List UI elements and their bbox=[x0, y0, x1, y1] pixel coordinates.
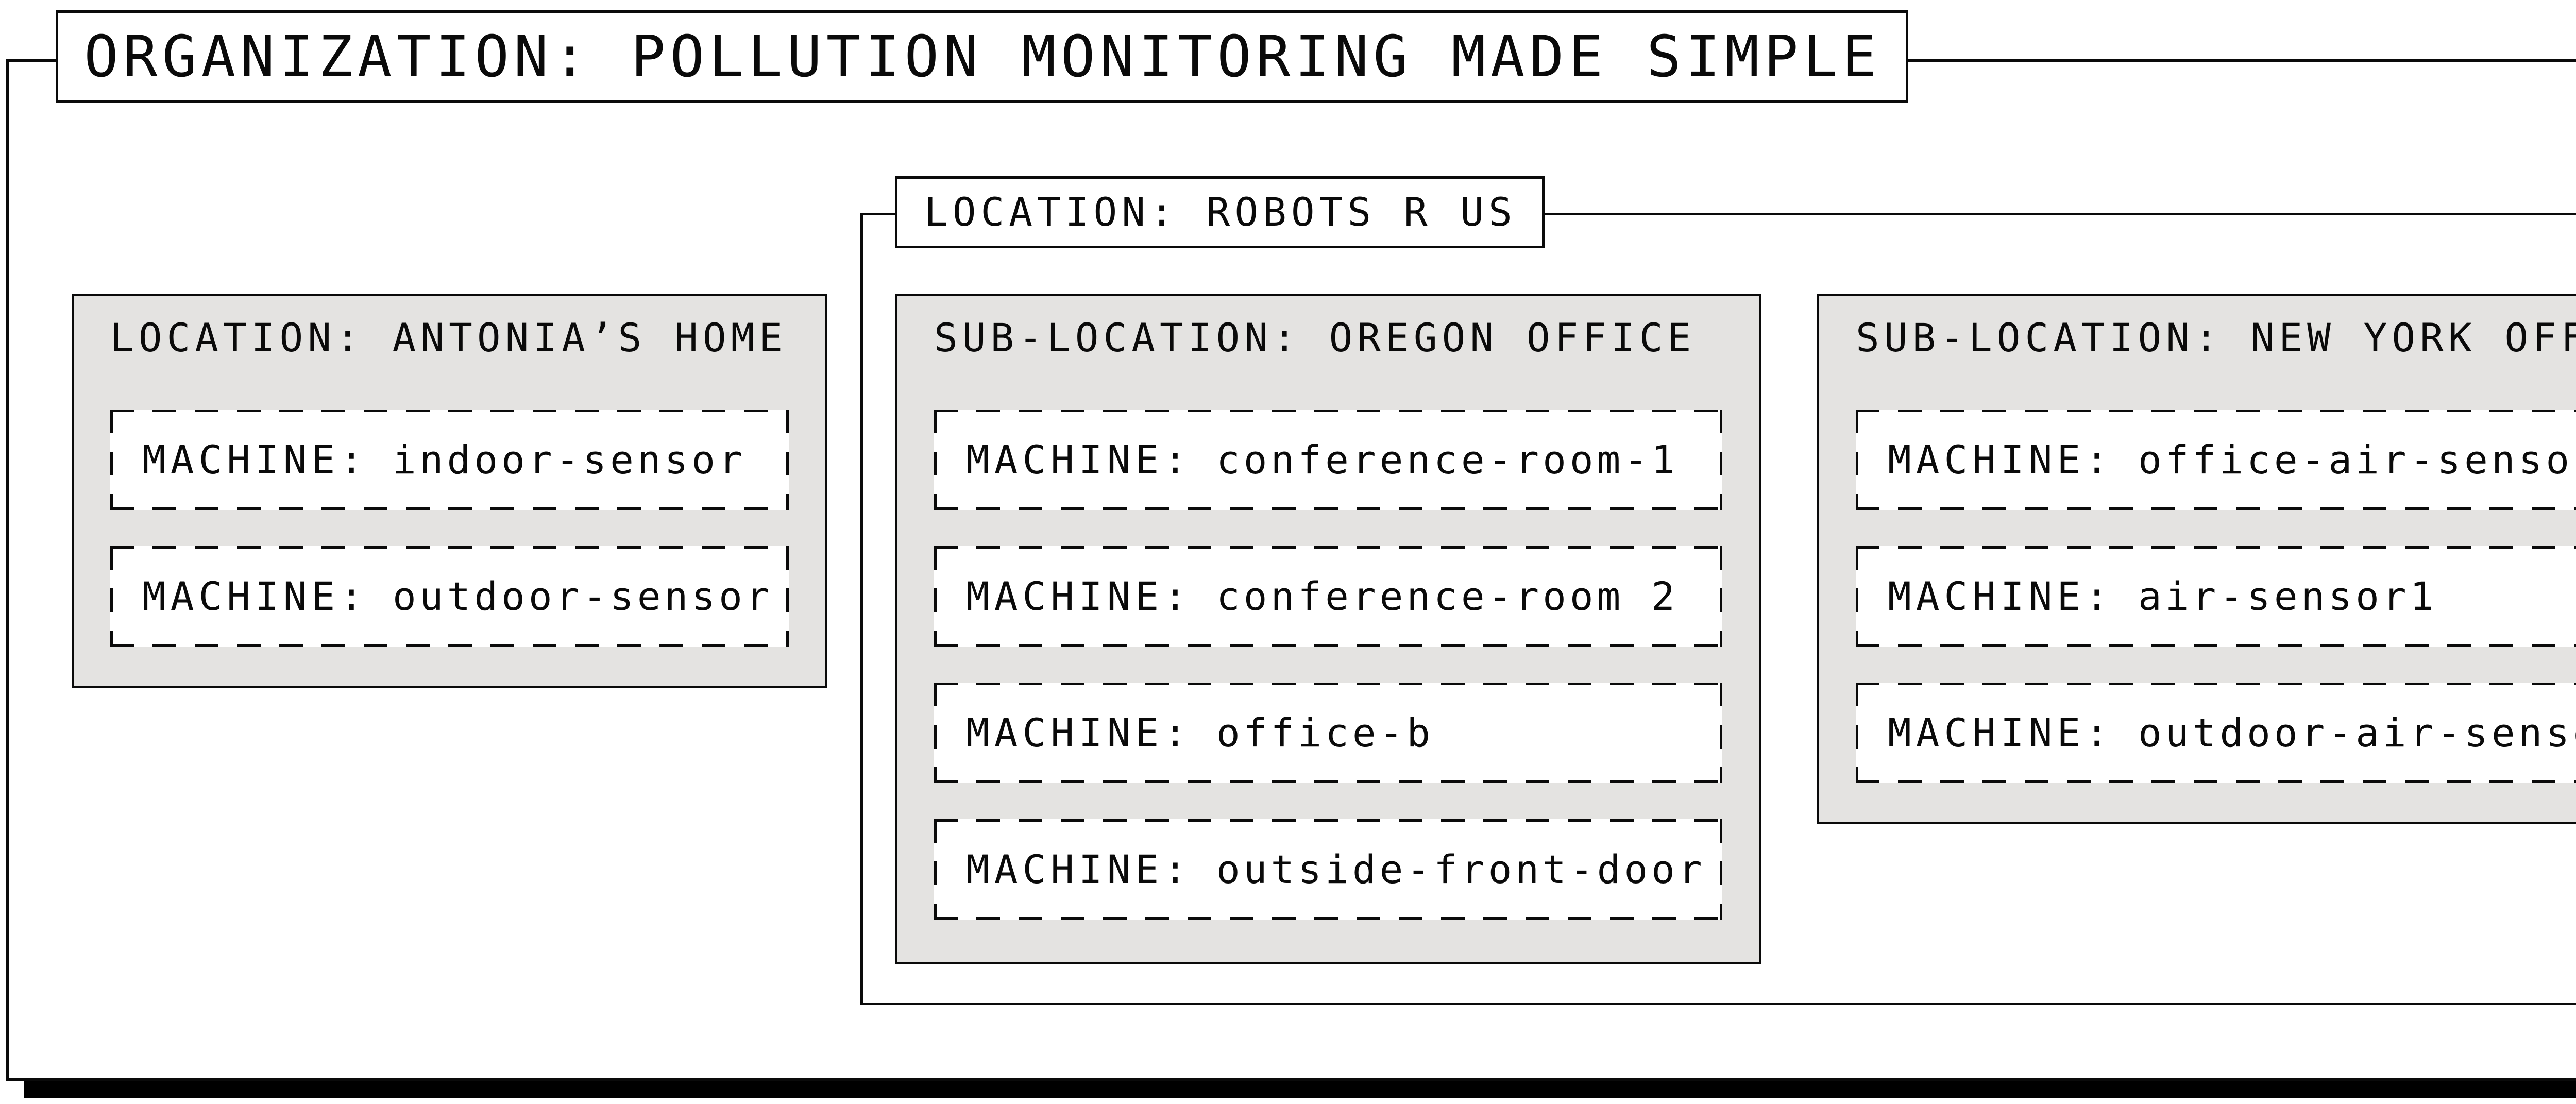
sublocation-box-new-york-office: SUB-LOCATION: NEW YORK OFFICE MACHINE: o… bbox=[1817, 294, 2576, 824]
machine-name: outdoor-air-sensor bbox=[2138, 709, 2576, 756]
machine-name: office-b bbox=[1216, 709, 1434, 756]
machine-label: MACHINE: bbox=[1888, 573, 2114, 619]
machine-name: conference-room-1 bbox=[1216, 436, 1679, 483]
machine-label: MACHINE: bbox=[966, 846, 1192, 892]
machine-row: MACHINE: outdoor-air-sensor bbox=[1856, 683, 2576, 783]
sublocation-title: SUB-LOCATION: OREGON OFFICE bbox=[934, 315, 1696, 361]
machine-label: MACHINE: bbox=[142, 573, 368, 619]
machine-name: outdoor-sensor bbox=[393, 573, 773, 619]
organization-box: LOCATION: ANTONIA’S HOME MACHINE: indoor… bbox=[6, 59, 2576, 1081]
machine-name: air-sensor1 bbox=[2138, 573, 2437, 619]
sublocation-box-oregon-office: SUB-LOCATION: OREGON OFFICE MACHINE: con… bbox=[895, 294, 1761, 964]
machine-label: MACHINE: bbox=[966, 573, 1192, 619]
location-title: LOCATION: ANTONIA’S HOME bbox=[110, 315, 788, 361]
machine-row: MACHINE: conference-room-1 bbox=[934, 410, 1722, 510]
machine-label: MACHINE: bbox=[966, 436, 1192, 483]
machine-name: office-air-sensor bbox=[2138, 436, 2576, 483]
machine-row: MACHINE: outside-front-door bbox=[934, 819, 1722, 920]
machine-label: MACHINE: bbox=[142, 436, 368, 483]
machine-row: MACHINE: conference-room 2 bbox=[934, 546, 1722, 647]
machine-name: outside-front-door bbox=[1216, 846, 1706, 892]
machine-row: MACHINE: air-sensor1 bbox=[1856, 546, 2576, 647]
machine-row: MACHINE: office-b bbox=[934, 683, 1722, 783]
organization-title: ORGANIZATION: POLLUTION MONITORING MADE … bbox=[84, 23, 1882, 90]
location-box-antonias-home: LOCATION: ANTONIA’S HOME MACHINE: indoor… bbox=[72, 294, 827, 688]
machine-name: indoor-sensor bbox=[393, 436, 746, 483]
location-title: LOCATION: ROBOTS R US bbox=[924, 189, 1517, 235]
machine-label: MACHINE: bbox=[1888, 709, 2114, 756]
machine-label: MACHINE: bbox=[1888, 436, 2114, 483]
location-box-robots-r-us: SUB-LOCATION: OREGON OFFICE MACHINE: con… bbox=[860, 213, 2576, 1005]
sublocation-title: SUB-LOCATION: NEW YORK OFFICE bbox=[1856, 315, 2576, 361]
machine-row: MACHINE: office-air-sensor bbox=[1856, 410, 2576, 510]
location-title-box-robots-r-us: LOCATION: ROBOTS R US bbox=[895, 176, 1545, 248]
machine-label: MACHINE: bbox=[966, 709, 1192, 756]
organization-title-box: ORGANIZATION: POLLUTION MONITORING MADE … bbox=[56, 10, 1908, 103]
machine-row: MACHINE: outdoor-sensor bbox=[110, 546, 789, 647]
machine-row: MACHINE: indoor-sensor bbox=[110, 410, 789, 510]
machine-name: conference-room 2 bbox=[1216, 573, 1679, 619]
